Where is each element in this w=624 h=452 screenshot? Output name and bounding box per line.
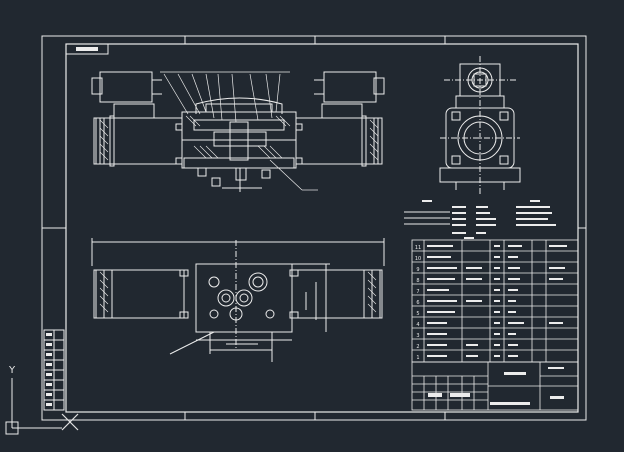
bom-cell-text xyxy=(427,245,567,357)
bom-item-numbers: 11 10 9 8 7 6 5 4 3 2 1 xyxy=(415,245,421,361)
top-view xyxy=(91,238,385,362)
section-hatching xyxy=(99,115,379,161)
bom-item-number: 10 xyxy=(415,256,421,262)
front-section-view xyxy=(91,71,385,192)
technical-notes-text xyxy=(422,200,556,239)
bom-item-number: 4 xyxy=(416,322,419,328)
ucs-y-label: Y xyxy=(8,365,16,376)
title-block xyxy=(411,361,579,411)
bom-item-number: 5 xyxy=(416,311,419,317)
bom-item-number: 8 xyxy=(416,278,419,284)
bom-item-number: 6 xyxy=(416,300,419,306)
technical-notes xyxy=(404,211,450,225)
top-view-hatch xyxy=(99,271,377,313)
bom-item-number: 2 xyxy=(416,344,419,350)
bom-item-number: 11 xyxy=(415,245,421,251)
revision-strip-marks xyxy=(46,333,52,406)
bom-item-number: 3 xyxy=(416,333,419,339)
drawing-border xyxy=(41,35,587,421)
bom-item-number: 1 xyxy=(416,355,419,361)
bom-item-number: 9 xyxy=(416,267,419,273)
revision-strip xyxy=(43,329,65,411)
bom-item-number: 7 xyxy=(416,289,419,295)
ucs-icon xyxy=(5,378,62,435)
title-tab xyxy=(65,43,109,55)
title-block-text xyxy=(428,367,564,405)
crosshair-cursor-icon xyxy=(61,413,79,431)
side-view xyxy=(439,56,521,196)
leader-lines xyxy=(160,71,318,191)
